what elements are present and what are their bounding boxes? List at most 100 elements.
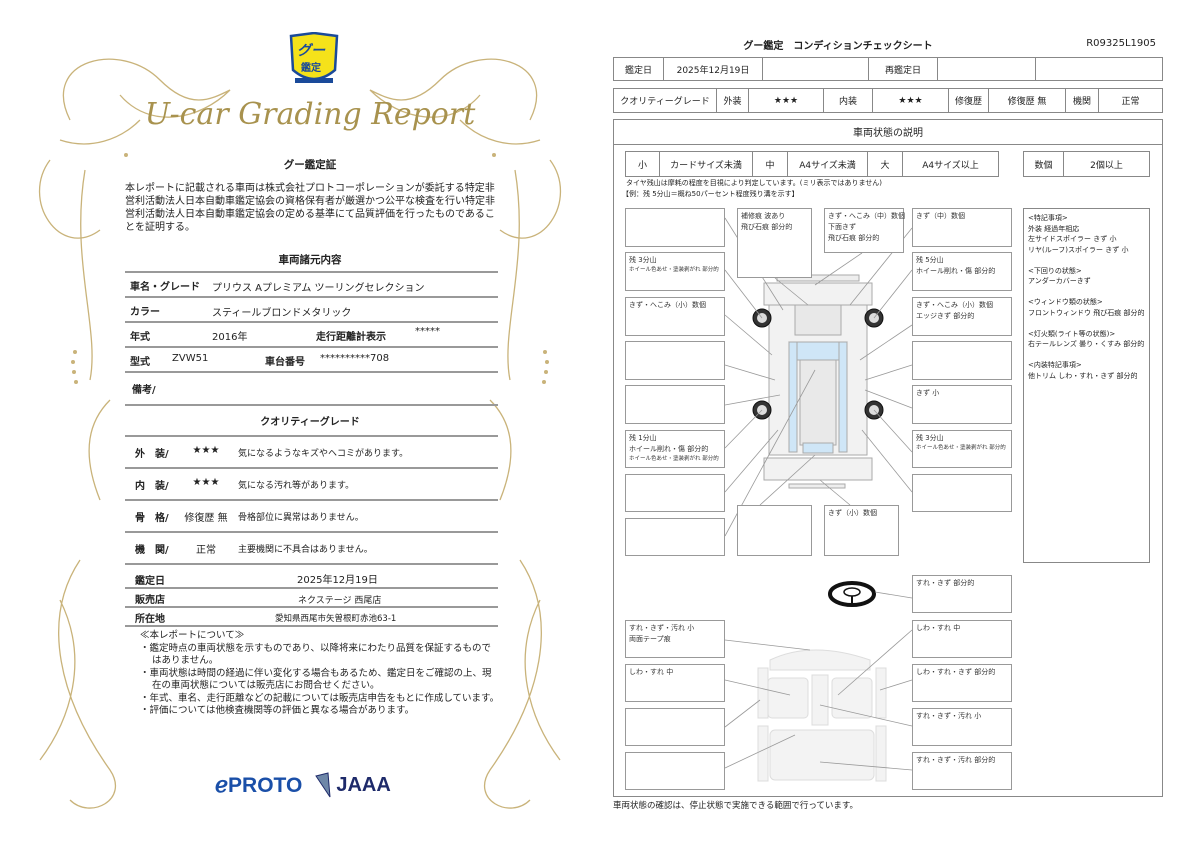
grade-row: クオリティーグレード 外装 ★★★ 内装 ★★★ 修復歴 修復歴 無 機関 正常	[613, 88, 1163, 113]
leader-line	[861, 429, 913, 493]
interior-callout-box: すれ・きず 部分的	[912, 575, 1012, 613]
legend-small-desc: カードサイズ未満	[660, 152, 753, 176]
exterior-callout-box: きず（小）数個	[824, 505, 899, 556]
leader-line	[873, 269, 913, 319]
quality-value: ★★★	[192, 477, 220, 488]
quality-desc: 気になる汚れ等があります。	[238, 481, 355, 491]
callout-text: しわ・すれ 中	[916, 624, 961, 632]
leader-line	[774, 277, 809, 306]
callout-text: すれ・きず・汚れ 部分的	[916, 756, 996, 764]
interior-callout-box: しわ・すれ 中	[625, 664, 725, 702]
callout-text: 飛び石痕 部分的	[828, 234, 880, 242]
leader-line	[724, 409, 763, 449]
exterior-callout-box	[912, 474, 1012, 512]
date-value: 2025年12月19日	[664, 58, 763, 80]
name-label: 車名・グレード	[130, 282, 200, 293]
quality-desc: 気になるようなキズやヘコミがあります。	[238, 449, 409, 459]
legend-small: 小	[626, 152, 660, 176]
quality-value: 修復歴 無	[184, 513, 228, 524]
special-note-line	[1028, 255, 1145, 266]
leader-line	[724, 734, 796, 769]
callout-text: 残 1分山	[629, 434, 657, 442]
exterior-callout-box	[625, 474, 725, 512]
leader-line	[724, 394, 781, 406]
section-title: 車両状態の説明	[613, 119, 1163, 145]
proto-logo: ℯPROTO	[215, 772, 303, 797]
leader-line	[873, 409, 913, 453]
callout-text: ホイール削れ・傷 部分的	[916, 267, 996, 275]
badge-text-bottom: 鑑定	[301, 63, 321, 74]
exterior-callout-box: きず・へこみ（小）数個エッジきず 部分的	[912, 297, 1012, 336]
report-id: R09325L1905	[1086, 38, 1156, 49]
date-label: 鑑定日	[135, 576, 165, 587]
callout-text: すれ・きず 部分的	[916, 579, 975, 587]
badge-text-top: グー	[297, 43, 325, 59]
leader-line	[724, 429, 779, 493]
date-row: 鑑定日 2025年12月19日 再鑑定日	[613, 57, 1163, 81]
legend-large-desc: A4サイズ以上	[922, 160, 979, 171]
exterior-callout-box	[912, 341, 1012, 380]
special-note-line	[1028, 350, 1145, 361]
callout-text: 残 5分山	[916, 256, 944, 264]
size-legend: 小 カードサイズ未満 中 A4サイズ未満 大 A4サイズ以上	[625, 151, 999, 177]
exterior-callout-box	[737, 505, 812, 556]
callout-text: しわ・すれ 中	[629, 668, 674, 676]
exterior-callout-box: 残 1分山ホイール削れ・傷 部分的ホイール色あせ・塗装剥がれ 部分的	[625, 430, 725, 468]
date-label: 鑑定日	[614, 58, 664, 80]
callout-text: きず・へこみ（中）数個	[828, 212, 905, 220]
interior-callout-box: しわ・すれ・きず 部分的	[912, 664, 1012, 702]
legend-count-desc: 2個以上	[1090, 160, 1123, 171]
exterior-callout-box: きず・へこみ（中）数個下面きず飛び石痕 部分的	[824, 208, 905, 253]
exterior-callout-box: 残 5分山ホイール削れ・傷 部分的	[912, 252, 1012, 291]
quality-value: 正常	[196, 545, 216, 556]
callout-text: 下面きず	[828, 223, 856, 231]
interior-label: 内装	[824, 89, 873, 112]
repair-label: 修復歴	[949, 89, 989, 112]
interior-stars: ★★★	[873, 89, 949, 112]
steering-wheel-icon	[828, 581, 876, 607]
exterior-callout-box: きず・へこみ（小）数個	[625, 297, 725, 336]
count-legend: 数個 2個以上	[1023, 151, 1150, 177]
notes-title: ≪本レポートについて≫	[140, 630, 245, 641]
leader-line	[759, 454, 816, 506]
tire-note: タイヤ残山は摩耗の程度を目視により判定しています。(ミリ表示ではありません)	[626, 179, 882, 187]
car-name: プリウス Aプレミアム ツーリングセレクション	[212, 283, 425, 294]
quality-title: クオリティーグレード	[260, 417, 360, 428]
model-code: ZVW51	[172, 353, 209, 364]
car-interior-diagram	[757, 649, 887, 782]
callout-text: 両面テープ痕	[629, 635, 671, 643]
engine-value: 正常	[1121, 97, 1140, 107]
quality-label: 機 関/	[135, 545, 169, 556]
leader-line	[814, 252, 863, 286]
address-label: 所在地	[135, 614, 165, 625]
exterior-callout-box: 補修痕 波あり飛び石痕 部分的	[737, 208, 812, 278]
shop-name: ネクステージ 西尾店	[298, 596, 382, 606]
exterior-callout-box	[625, 385, 725, 424]
special-note-line: <ウィンドウ類の状態>	[1028, 298, 1103, 306]
blank-cell	[763, 58, 869, 80]
car-exterior-diagram	[752, 274, 884, 489]
interior-callout-box: しわ・すれ 中	[912, 620, 1012, 658]
cert-title: グー鑑定証	[283, 159, 337, 171]
special-note-line	[1028, 287, 1145, 298]
callout-text: ホイール色あせ・塗装剥がれ 部分的	[629, 267, 719, 273]
leader-line	[864, 389, 913, 409]
callout-text: すれ・きず・汚れ 小	[916, 712, 982, 720]
quality-label: 外 装/	[135, 449, 169, 460]
repair-value: 修復歴 無	[989, 89, 1066, 112]
redate-label: 再鑑定日	[869, 58, 938, 80]
exterior-callout-box	[625, 518, 725, 556]
quality-desc: 主要機関に不具合はありません。	[238, 545, 373, 555]
leader-line	[724, 364, 776, 381]
engine-label: 機関	[1066, 89, 1099, 112]
cert-text: 本レポートに記載される車両は株式会社プロトコーポレーションが委託する特定非営利活…	[125, 183, 495, 233]
leader-line	[879, 679, 913, 691]
leader-line	[864, 364, 913, 381]
special-note-line: <灯火類(ライト等の状態)>	[1028, 329, 1116, 338]
leader-line	[724, 314, 773, 356]
car-year: 2016年	[212, 332, 248, 343]
special-note-line: <下回りの状態>	[1028, 266, 1082, 275]
odometer: *****	[415, 326, 440, 337]
quality-label: 骨 格/	[135, 513, 169, 524]
exterior-label: 外装	[717, 89, 749, 112]
